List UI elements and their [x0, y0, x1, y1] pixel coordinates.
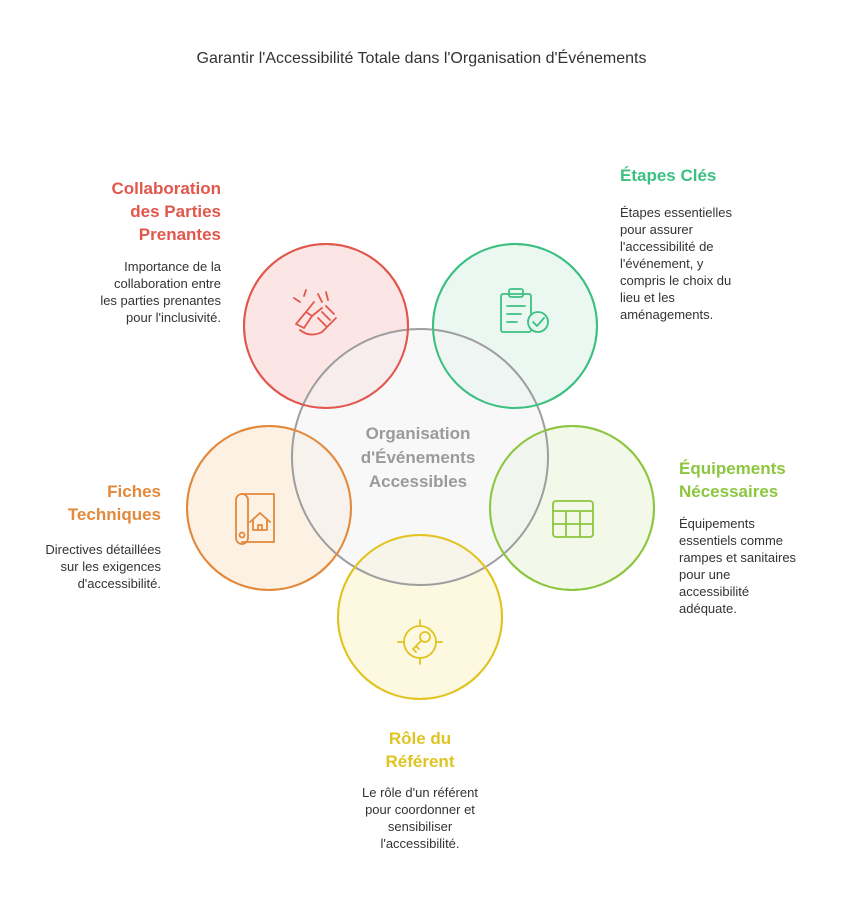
diagram-title: Garantir l'Accessibilité Totale dans l'O…	[196, 50, 647, 67]
key-target-icon	[397, 619, 443, 665]
center-label-line: d'Événements	[360, 448, 476, 467]
center-label-line: Accessibles	[368, 472, 468, 491]
etapes-heading: Étapes Clés	[620, 166, 717, 185]
fiches-heading: Fiches Techniques	[67, 482, 161, 524]
referent-description: Le rôle d'un référent pour coordonner et…	[362, 785, 478, 851]
center-circle	[291, 328, 549, 586]
blueprint-house-icon	[235, 493, 275, 545]
fiches-description: Directives détaillées sur les exigences …	[45, 542, 161, 591]
equipements-heading: Équipements Nécessaires	[679, 459, 786, 501]
hands-together-icon	[293, 289, 337, 336]
center-label-line: Organisation	[365, 424, 471, 443]
center-label: Organisation d'Événements Accessibles	[318, 422, 518, 494]
equipements-description: Équipements essentiels comme rampes et s…	[679, 516, 797, 616]
clipboard-check-icon	[500, 288, 549, 333]
collaboration-description: Importance de la collaboration entre les…	[100, 259, 221, 325]
collaboration-heading: Collaboration des Parties Prenantes	[111, 179, 221, 244]
etapes-description: Étapes essentielles pour assurer l'acces…	[620, 205, 733, 322]
referent-heading: Rôle du Référent	[385, 729, 455, 771]
table-grid-icon	[552, 500, 594, 538]
